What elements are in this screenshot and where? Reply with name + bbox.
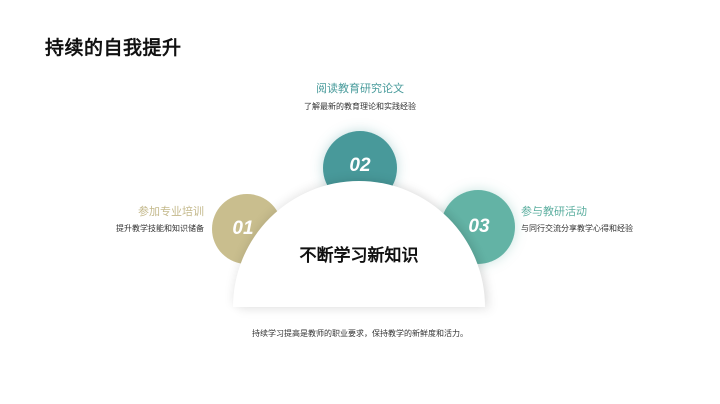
item-03-description: 与同行交流分享教学心得和经验	[521, 224, 633, 233]
item-02-description: 了解最新的教育理论和实践经验	[304, 102, 416, 111]
center-semicircle: 不断学习新知识	[233, 181, 485, 307]
center-label: 不断学习新知识	[299, 246, 419, 266]
item-03-number: 03	[468, 216, 490, 237]
item-01-number: 01	[232, 218, 254, 239]
item-02-title: 阅读教育研究论文	[316, 82, 404, 95]
footer-text: 持续学习提高是教师的职业要求，保持教学的新鲜度和活力。	[252, 329, 468, 338]
item-01-title: 参加专业培训	[138, 205, 204, 218]
item-02-number: 02	[349, 155, 371, 176]
item-03-title: 参与教研活动	[521, 205, 587, 218]
item-01-description: 提升教学技能和知识储备	[116, 224, 204, 233]
slide-title: 持续的自我提升	[45, 37, 182, 59]
